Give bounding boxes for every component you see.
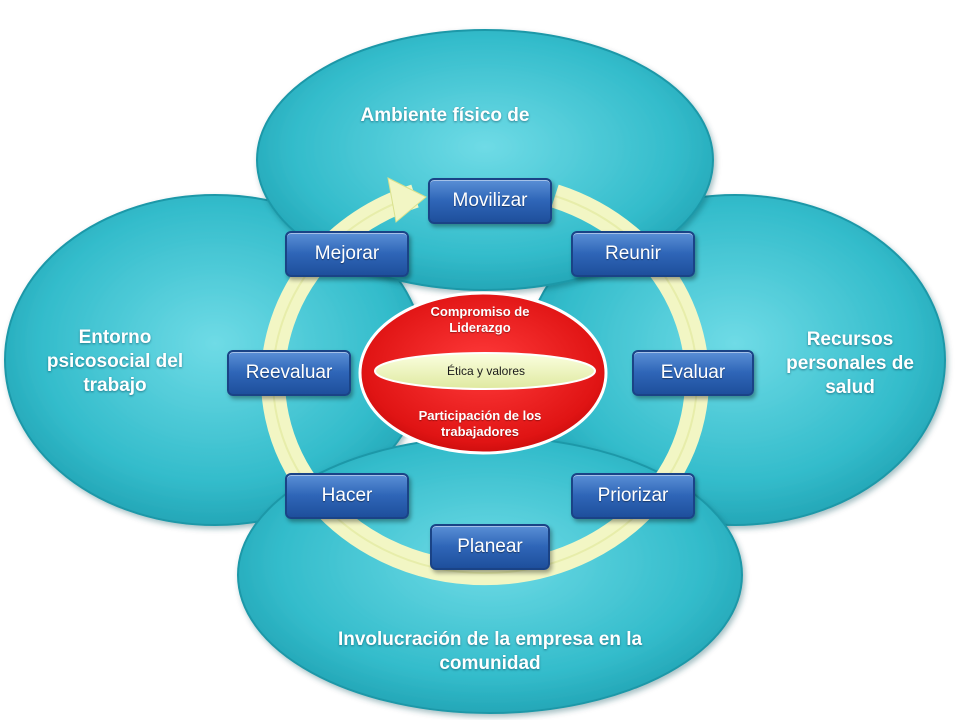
petal-top-label: Ambiente físico de (360, 105, 530, 126)
ethics-label: Ética y valores (446, 364, 526, 378)
step-movilizar[interactable]: Movilizar (428, 178, 552, 224)
step-hacer[interactable]: Hacer (285, 473, 409, 519)
cycle-ring (261, 177, 709, 586)
step-priorizar[interactable]: Priorizar (571, 473, 695, 519)
core-top-label: Compromiso de Liderazgo (430, 304, 530, 336)
step-planear[interactable]: Planear (430, 524, 550, 570)
step-evaluar[interactable]: Evaluar (632, 350, 754, 396)
step-mejorar[interactable]: Mejorar (285, 231, 409, 277)
petal-left-label: Entorno psicosocial del trabajo (46, 327, 184, 396)
petal-right-label: Recursos personales de salud (786, 329, 914, 398)
step-reunir[interactable]: Reunir (571, 231, 695, 277)
cycle-arrow-head (387, 177, 427, 223)
step-reevaluar[interactable]: Reevaluar (227, 350, 351, 396)
core-bottom-label: Participación de los trabajadores (418, 408, 542, 440)
petal-bottom-label: Involucración de la empresa en la comuni… (337, 629, 643, 674)
ethics-ellipse (374, 352, 596, 390)
